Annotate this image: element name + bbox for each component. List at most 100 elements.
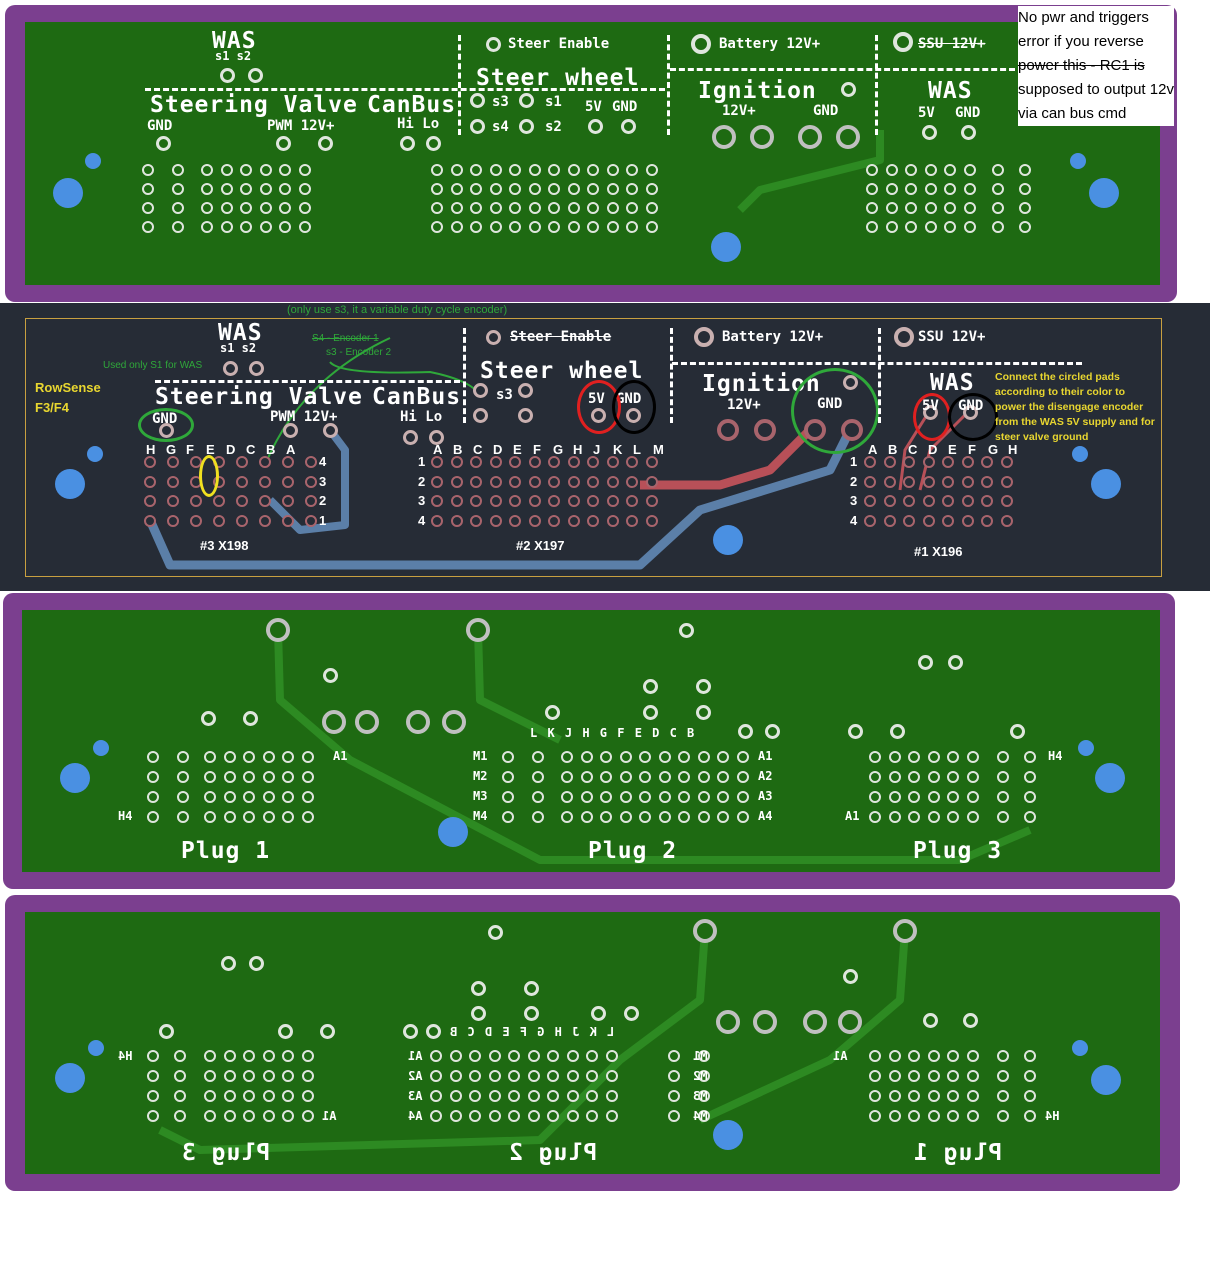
pad: [626, 456, 638, 468]
pad: [282, 475, 294, 488]
pad: [869, 1050, 881, 1062]
pad: [147, 771, 159, 783]
label-plug-2-mirrored: Plug 2: [508, 1140, 598, 1166]
pad: [639, 791, 651, 803]
pad: [567, 495, 580, 507]
pad: [658, 791, 671, 803]
pad: [960, 124, 976, 140]
pad: [248, 955, 264, 971]
pad: [908, 811, 920, 823]
pad: [243, 1090, 255, 1102]
pad: [586, 1110, 598, 1122]
mounting-hole: [1091, 1065, 1121, 1095]
pad: [698, 1070, 710, 1082]
pad: [275, 135, 291, 151]
pad: [219, 67, 235, 83]
pad: [893, 919, 917, 943]
label-m2: M2: [473, 769, 488, 783]
pad: [509, 202, 521, 214]
pad: [626, 164, 638, 176]
pad: [548, 456, 560, 468]
pad: [469, 1050, 481, 1062]
column-label: H: [146, 442, 156, 457]
pad: [472, 382, 488, 398]
pad: [301, 751, 314, 763]
pad: [174, 1090, 186, 1102]
pad: [754, 419, 776, 441]
pad: [142, 202, 154, 214]
pad: [587, 118, 603, 134]
pad: [1000, 514, 1013, 527]
pad: [1024, 751, 1036, 763]
pad: [547, 1070, 559, 1082]
green-circle-marker: [138, 408, 194, 442]
column-label: L: [633, 442, 641, 457]
row-label: 1: [418, 454, 426, 469]
pad: [322, 710, 346, 734]
column-label: H: [1008, 442, 1018, 457]
pad: [174, 1050, 186, 1062]
pad: [470, 202, 482, 214]
label-x198: #3 X198: [200, 538, 249, 553]
pad: [1024, 1090, 1036, 1102]
pad: [213, 495, 225, 507]
pad: [223, 1050, 236, 1062]
pad: [470, 514, 482, 527]
pad: [298, 164, 311, 176]
pad: [243, 1050, 255, 1062]
pad: [442, 710, 466, 734]
pad: [279, 183, 291, 195]
trace: [698, 929, 909, 1124]
pad: [450, 495, 463, 507]
pad: [450, 514, 463, 527]
pad: [587, 164, 599, 176]
pad: [626, 495, 638, 507]
mounting-hole: [85, 153, 101, 169]
pad: [927, 1050, 940, 1062]
pad: [922, 475, 935, 488]
pad: [305, 495, 317, 507]
pad: [282, 456, 294, 468]
pad: [947, 771, 959, 783]
pad: [431, 221, 443, 233]
pad: [242, 710, 258, 726]
pad: [236, 514, 248, 527]
pad: [691, 34, 711, 54]
pad: [947, 811, 959, 823]
board-plugs-mirrored: [25, 912, 1160, 1174]
pad: [561, 771, 573, 783]
pad: [282, 751, 294, 763]
note-line: error if you reverse: [1018, 33, 1144, 50]
label-12v: 12V+: [727, 397, 761, 413]
pad: [282, 771, 294, 783]
pad: [301, 1070, 314, 1082]
pad: [927, 791, 940, 803]
label-ignition: Ignition: [702, 371, 821, 397]
pad: [431, 183, 443, 195]
column-label: B: [266, 442, 276, 457]
pad: [947, 1110, 959, 1122]
pad: [869, 791, 881, 803]
pad: [487, 924, 503, 940]
label-m3: M3: [473, 789, 488, 803]
label-plug-3-mirrored: Plug 3: [181, 1140, 271, 1166]
pad: [236, 475, 248, 488]
row-label: 2: [319, 493, 327, 508]
pad: [885, 164, 898, 176]
pad: [509, 183, 521, 195]
pad: [167, 475, 179, 488]
pad: [147, 751, 159, 763]
divider: [672, 362, 1082, 365]
pad: [997, 1110, 1009, 1122]
pad: [645, 456, 658, 468]
pad: [561, 811, 573, 823]
label-12v: 12V+: [722, 103, 756, 119]
pad: [885, 202, 898, 214]
label-m1: M1: [693, 1049, 708, 1063]
pad: [678, 751, 690, 763]
pad: [961, 495, 974, 507]
pad: [144, 456, 156, 468]
pad: [888, 1070, 901, 1082]
column-label: C: [908, 442, 918, 457]
pad: [1019, 221, 1031, 233]
